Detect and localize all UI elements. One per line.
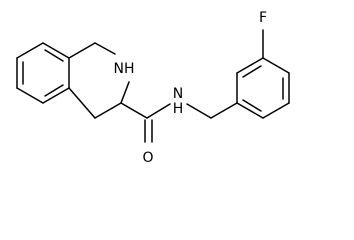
bond <box>94 102 122 119</box>
aromatic-double-bond <box>44 49 64 62</box>
aromatic-double-bond <box>44 84 64 97</box>
bond <box>94 42 116 55</box>
saturated-ring <box>68 42 130 119</box>
aromatic-double-bond <box>242 99 262 112</box>
amide-h-label: H <box>173 101 184 117</box>
bond <box>68 42 96 59</box>
bond <box>68 87 96 119</box>
bond <box>146 103 171 119</box>
bond <box>186 103 212 119</box>
bond <box>210 102 238 119</box>
fused-benzene-ring <box>16 42 70 104</box>
bond <box>236 57 264 74</box>
amide-n-label: N <box>173 86 183 102</box>
amine-nh-label: NH <box>114 61 135 77</box>
amide-group <box>120 102 238 143</box>
bond <box>16 87 44 104</box>
bond <box>42 87 70 104</box>
structure-canvas: NH N H O F <box>16 10 290 166</box>
fluorine-label: F <box>259 10 267 26</box>
carbonyl-oxygen-label: O <box>142 150 153 166</box>
aromatic-double-bond <box>242 65 262 78</box>
molecule-diagram: NH N H O F <box>16 10 290 166</box>
fluorophenyl-ring <box>236 29 290 119</box>
bond <box>120 81 130 104</box>
bond <box>262 102 290 119</box>
bond <box>262 57 290 74</box>
bond <box>236 102 264 119</box>
bond <box>42 42 70 59</box>
bond <box>120 102 148 119</box>
bond <box>16 42 44 59</box>
